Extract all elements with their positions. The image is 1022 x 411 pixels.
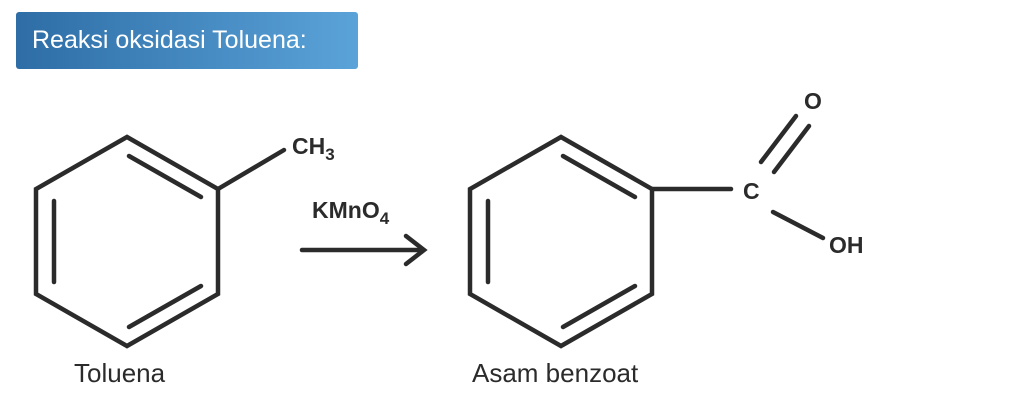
carbonyl-double-bond-b [771,123,812,175]
benzoic-acid-structure: C O OH Asam benzoat [467,88,864,388]
carbonyl-oxygen-label: O [804,88,822,114]
carbonyl-double-bond-a [758,113,799,165]
reactant-name: Toluena [74,358,166,388]
reagent-label: KMnO4 [312,197,390,228]
hydroxyl-label: OH [829,232,864,258]
toluene-double-bond-top [126,153,204,200]
benzoic-double-bond-top [560,153,638,200]
page-title: Reaksi oksidasi Toluena: [32,26,307,54]
toluene-structure: CH3 Toluena [33,133,335,388]
toluene-methyl-bond [215,147,287,192]
methyl-group-label: CH3 [292,133,335,164]
reaction-arrow-icon [299,233,428,267]
header-banner: Reaksi oksidasi Toluena: [16,12,358,69]
benzoic-acid-benzene-ring [467,134,655,349]
product-name: Asam benzoat [472,358,639,388]
toluene-benzene-ring [33,134,221,349]
toluene-double-bond-bottom [126,283,204,330]
reaction-step: KMnO4 [299,197,428,267]
carbon-hydroxyl-bond [770,209,826,241]
carboxyl-carbon-label: C [743,178,760,204]
benzoic-double-bond-bottom [560,283,638,330]
